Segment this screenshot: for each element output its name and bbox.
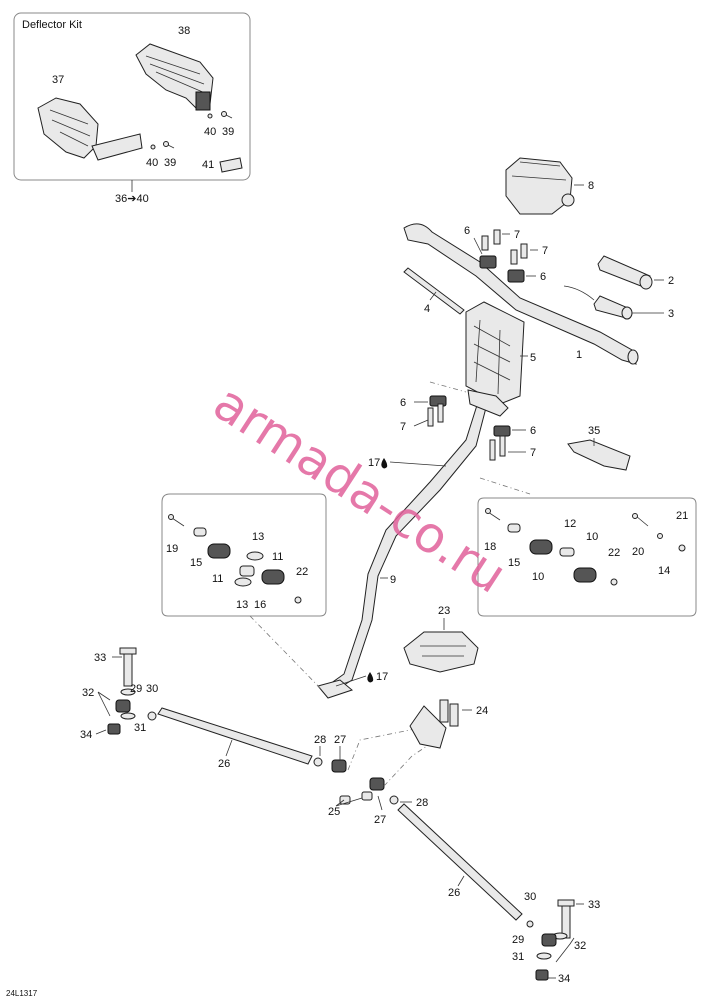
tie-rod-end-left xyxy=(107,647,157,735)
lube-drop-icon-upper xyxy=(381,458,388,469)
callout-27: 27 xyxy=(374,814,386,826)
joint-upper xyxy=(313,757,399,805)
deflector-left-part xyxy=(37,97,143,161)
callout-29: 29 xyxy=(512,934,524,946)
callout-30: 30 xyxy=(524,891,536,903)
bracket-part xyxy=(567,439,631,471)
callout-27: 27 xyxy=(334,734,346,746)
callout-23: 23 xyxy=(438,605,450,617)
deflector-right-part xyxy=(135,43,214,111)
callout-10: 10 xyxy=(532,571,544,583)
kit-screws xyxy=(150,111,233,150)
callout-33: 33 xyxy=(94,652,106,664)
callout-labels: 38 37 40 39 40 39 41 8 6 7 7 6 2 4 3 5 1… xyxy=(52,25,688,985)
callout-8: 8 xyxy=(588,180,594,192)
callout-40: 40 xyxy=(204,126,216,138)
detail-box-right xyxy=(477,497,697,617)
callout-28: 28 xyxy=(416,797,428,809)
callout-22: 22 xyxy=(608,547,620,559)
deflector-kit-title: Deflector Kit xyxy=(22,19,82,31)
handlebar-cover-part xyxy=(505,157,575,215)
callout-29: 29 xyxy=(130,683,142,695)
callout-3: 3 xyxy=(668,308,674,320)
callout-24: 24 xyxy=(476,705,488,717)
right-detail-parts xyxy=(485,508,686,586)
cable-rod-part xyxy=(403,267,465,315)
callout-28: 28 xyxy=(314,734,326,746)
callout-12: 12 xyxy=(564,518,576,530)
callout-2: 2 xyxy=(668,275,674,287)
callout-11: 11 xyxy=(272,551,283,563)
callout-26: 26 xyxy=(218,758,230,770)
column-head xyxy=(467,389,509,417)
grip-part xyxy=(597,255,653,290)
callout-31: 31 xyxy=(134,722,146,734)
deflector-kit-range: 36➔40 xyxy=(115,193,149,205)
callout-19: 19 xyxy=(166,543,178,555)
callout-6: 6 xyxy=(540,271,546,283)
callout-33: 33 xyxy=(588,899,600,911)
tie-rod-end-right xyxy=(526,899,575,981)
callout-32: 32 xyxy=(82,687,94,699)
callout-17: 17 xyxy=(376,671,388,683)
reference-code: 24L1317 xyxy=(6,989,38,998)
callout-6: 6 xyxy=(464,225,470,237)
callout-9: 9 xyxy=(390,574,396,586)
callout-30: 30 xyxy=(146,683,158,695)
callout-37: 37 xyxy=(52,74,64,86)
callout-7: 7 xyxy=(514,229,520,241)
callout-10: 10 xyxy=(586,531,598,543)
callout-26: 26 xyxy=(448,887,460,899)
riser-block-part xyxy=(465,301,525,405)
callout-13: 13 xyxy=(236,599,248,611)
callout-41: 41 xyxy=(202,159,214,171)
callout-7: 7 xyxy=(400,421,406,433)
callout-25: 25 xyxy=(328,806,340,818)
callout-20: 20 xyxy=(632,546,644,558)
callout-21: 21 xyxy=(676,510,688,522)
callout-16: 16 xyxy=(254,599,266,611)
left-detail-parts xyxy=(168,514,302,604)
callout-40: 40 xyxy=(146,157,158,169)
deflector-kit-box xyxy=(13,12,251,181)
column-base xyxy=(317,679,354,699)
callout-35: 35 xyxy=(588,425,600,437)
lower-clamps xyxy=(427,395,511,461)
callout-38: 38 xyxy=(178,25,190,37)
callout-6: 6 xyxy=(400,397,406,409)
throttle-grip-part xyxy=(563,285,633,320)
callout-22: 22 xyxy=(296,566,308,578)
plate-part xyxy=(403,631,479,673)
callout-18: 18 xyxy=(484,541,496,553)
callout-34: 34 xyxy=(558,973,570,985)
tie-rod-upper-part xyxy=(157,707,313,765)
callout-13: 13 xyxy=(252,531,264,543)
callout-39: 39 xyxy=(164,157,176,169)
tie-rod-lower-part xyxy=(397,803,523,921)
callout-31: 31 xyxy=(512,951,524,963)
steering-arm-part xyxy=(409,699,459,749)
callout-34: 34 xyxy=(80,729,92,741)
callout-17: 17 xyxy=(368,457,380,469)
lube-drop-icon-lower xyxy=(367,672,374,683)
callout-7: 7 xyxy=(542,245,548,257)
sticker-part xyxy=(219,157,243,173)
callout-1: 1 xyxy=(576,349,582,361)
detail-box-left xyxy=(161,493,327,617)
callout-6: 6 xyxy=(530,425,536,437)
callout-4: 4 xyxy=(424,303,430,315)
callout-5: 5 xyxy=(530,352,536,364)
upper-clamps xyxy=(479,229,528,283)
callout-14: 14 xyxy=(658,565,670,577)
callout-32: 32 xyxy=(574,940,586,952)
callout-39: 39 xyxy=(222,126,234,138)
callout-15: 15 xyxy=(508,557,520,569)
callout-7: 7 xyxy=(530,447,536,459)
callout-11: 11 xyxy=(212,573,223,585)
callout-15: 15 xyxy=(190,557,202,569)
